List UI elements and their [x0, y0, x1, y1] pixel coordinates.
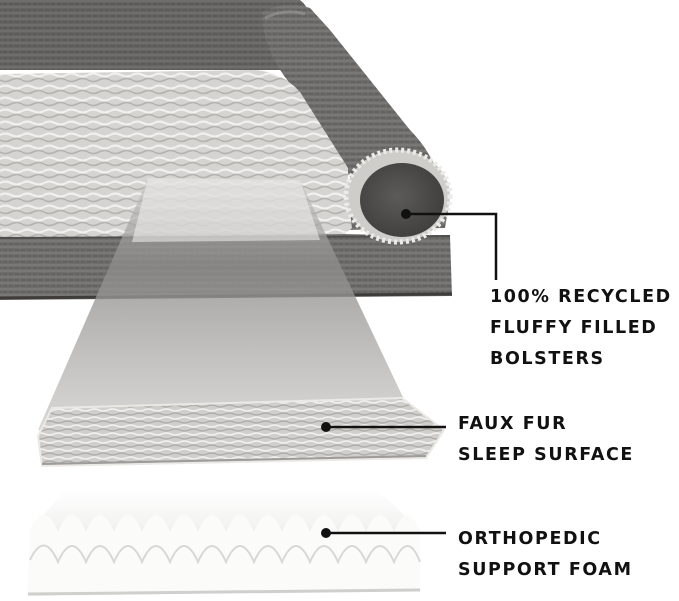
- callout-bolsters-line3: BOLSTERS: [490, 349, 605, 369]
- callout-fur-line2: SLEEP SURFACE: [458, 445, 634, 465]
- callout-sleep-surface: FAUX FUR SLEEP SURFACE: [458, 409, 634, 471]
- leader-foam: [321, 528, 446, 538]
- callout-bolsters-line1: 100% RECYCLED: [490, 287, 672, 307]
- callout-foam-line1: ORTHOPEDIC: [458, 529, 602, 549]
- support-foam-layer: [27, 489, 421, 596]
- exploded-projection: [38, 178, 410, 430]
- callout-support-foam: ORTHOPEDIC SUPPORT FOAM: [458, 524, 633, 586]
- callout-bolsters: 100% RECYCLED FLUFFY FILLED BOLSTERS: [490, 282, 672, 375]
- sofa-bed: [0, 0, 453, 300]
- faux-fur-layer: [36, 396, 446, 468]
- leader-bolsters: [401, 209, 498, 280]
- callout-fur-line1: FAUX FUR: [458, 414, 568, 434]
- callout-bolsters-line2: FLUFFY FILLED: [490, 318, 658, 338]
- callout-leaders: [321, 209, 498, 538]
- callout-foam-line2: SUPPORT FOAM: [458, 560, 633, 580]
- leader-fur: [321, 422, 446, 432]
